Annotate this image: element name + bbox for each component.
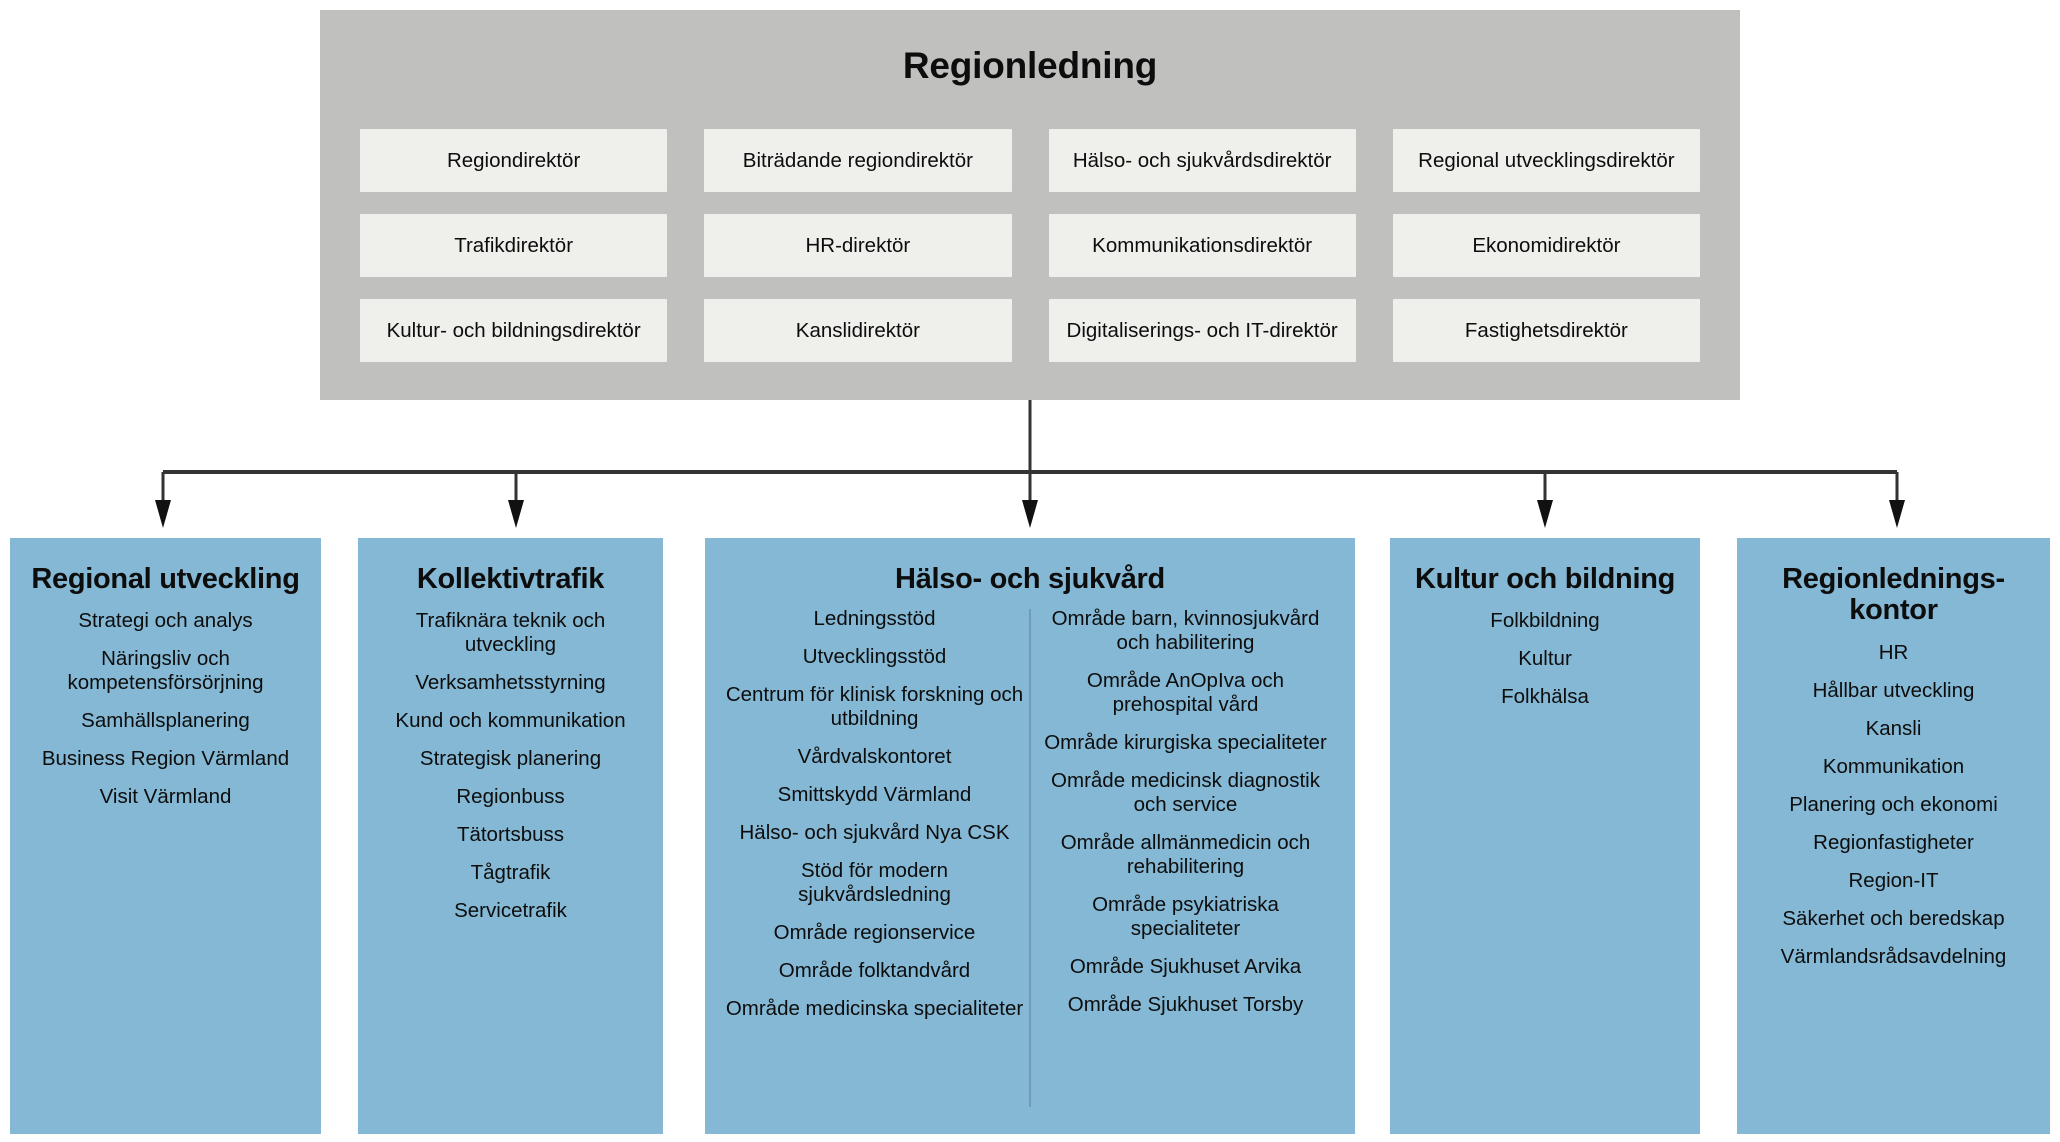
list-item[interactable]: Kultur — [1518, 647, 1572, 671]
list-item[interactable]: Tätortsbuss — [456, 823, 565, 847]
list-item[interactable]: Regionbuss — [456, 785, 565, 809]
list-item[interactable]: Område folktandvård — [778, 959, 971, 983]
list-item[interactable]: Folkbildning — [1490, 609, 1600, 633]
arrowhead-2 — [508, 500, 524, 528]
list-item[interactable]: Hållbar utveckling — [1812, 678, 1975, 702]
list-item[interactable]: HR — [1878, 640, 1909, 664]
director-box-ekonomidirektor[interactable]: Ekonomidirektör — [1392, 214, 1700, 277]
director-box-halso-och-sjukvardsdirektor[interactable]: Hälso- och sjukvårdsdirektör — [1048, 129, 1356, 192]
list-item[interactable]: Servicetrafik — [454, 899, 567, 923]
list-item[interactable]: Vårdvalskontoret — [797, 745, 952, 769]
list-item[interactable]: Verksamhetsstyrning — [415, 671, 606, 695]
list-item[interactable]: Hälso- och sjukvård Nya CSK — [739, 821, 1010, 845]
list-item[interactable]: Utvecklingsstöd — [802, 645, 947, 669]
list-item[interactable]: Regionfastigheter — [1813, 830, 1974, 854]
list-item[interactable]: Kund och kommunikation — [395, 709, 626, 733]
director-box-hr-direktor[interactable]: HR-direktör — [704, 214, 1012, 277]
column-title-regional-utveckling: Regional utveckling — [31, 563, 300, 595]
list-item[interactable]: Planering och ekonomi — [1789, 792, 1998, 816]
arrowhead-3 — [1022, 500, 1038, 528]
list-item[interactable]: Område psykiatriska specialiteter — [1092, 893, 1279, 941]
list-item[interactable]: Trafiknära teknik och utveckling — [415, 609, 606, 657]
column-title-kollektivtrafik: Kollektivtrafik — [416, 563, 605, 595]
list-item[interactable]: Kansli — [1865, 716, 1922, 740]
director-box-kanslidirektor[interactable]: Kanslidirektör — [704, 299, 1012, 362]
column-title-kultur-och-bildning: Kultur och bildning — [1414, 563, 1676, 595]
director-box-kultur-och-bildningsdirektor[interactable]: Kultur- och bildningsdirektör — [360, 299, 668, 362]
list-item[interactable]: Näringsliv och kompetensförsörjning — [67, 647, 264, 695]
director-box-digitaliserings-och-it-direktor[interactable]: Digitaliserings- och IT-direktör — [1048, 299, 1356, 362]
arrowhead-4 — [1537, 500, 1553, 528]
list-item[interactable]: Område Sjukhuset Arvika — [1069, 955, 1302, 979]
director-box-kommunikationsdirektor[interactable]: Kommunikationsdirektör — [1048, 214, 1356, 277]
list-item[interactable]: Samhällsplanering — [81, 709, 250, 733]
director-box-regiondirektor[interactable]: Regiondirektör — [360, 129, 668, 192]
column-title-regionledningskontor: Regionlednings- kontor — [1782, 563, 2005, 627]
column-title-halso-och-sjukvard: Hälso- och sjukvård — [895, 563, 1165, 595]
arrowhead-1 — [155, 500, 171, 528]
list-item[interactable]: Strategisk planering — [419, 747, 602, 771]
column-kollektivtrafik[interactable]: Kollektivtrafik Trafiknära teknik och ut… — [358, 538, 663, 1134]
list-item[interactable]: Tågtrafik — [470, 861, 551, 885]
list-item[interactable]: Område medicinska specialiteter — [725, 997, 1024, 1021]
unit-list-regionledningskontor: HR Hållbar utveckling Kansli Kommunikati… — [1747, 641, 2040, 969]
list-item[interactable]: Säkerhet och beredskap — [1782, 906, 2005, 930]
column-kultur-och-bildning[interactable]: Kultur och bildning Folkbildning Kultur … — [1390, 538, 1700, 1134]
list-item[interactable]: Område Sjukhuset Torsby — [1067, 993, 1304, 1017]
list-item[interactable]: Område kirurgiska specialiteter — [1044, 731, 1327, 755]
list-item[interactable]: Visit Värmland — [99, 785, 232, 809]
list-item[interactable]: Område regionservice — [773, 921, 976, 945]
list-item[interactable]: Smittskydd Värmland — [777, 783, 972, 807]
column-halso-och-sjukvard[interactable]: Hälso- och sjukvård Ledningsstöd Utveckl… — [705, 538, 1355, 1134]
unit-list-regional-utveckling: Strategi och analys Näringsliv och kompe… — [20, 609, 311, 809]
list-item[interactable]: Område allmänmedicin och rehabilitering — [1060, 831, 1311, 879]
director-box-trafikdirektor[interactable]: Trafikdirektör — [360, 214, 668, 277]
list-item[interactable]: Område AnOpIva och prehospital vård — [1086, 669, 1285, 717]
director-grid: Regiondirektör Biträdande regiondirektör… — [320, 84, 1740, 362]
column-regionledningskontor[interactable]: Regionlednings- kontor HR Hållbar utveck… — [1737, 538, 2050, 1134]
list-item[interactable]: Business Region Värmland — [41, 747, 290, 771]
leadership-title: Regionledning — [902, 45, 1158, 86]
column-regional-utveckling[interactable]: Regional utveckling Strategi och analys … — [10, 538, 321, 1134]
list-item[interactable]: Område medicinsk diagnostik och service — [1051, 769, 1320, 817]
unit-list-halso-left: Ledningsstöd Utvecklingsstöd Centrum för… — [723, 607, 1026, 1021]
halso-right-column: Område barn, kvinnosjukvård och habilite… — [1034, 607, 1337, 1035]
unit-list-kollektivtrafik: Trafiknära teknik och utveckling Verksam… — [368, 609, 653, 923]
list-item[interactable]: Område barn, kvinnosjukvård och habilite… — [1051, 607, 1320, 655]
list-item[interactable]: Värmlandsrådsavdelning — [1780, 944, 2007, 968]
list-item[interactable]: Kommunikation — [1822, 754, 1965, 778]
leadership-panel: Regionledning Regiondirektör Biträdande … — [320, 10, 1740, 400]
director-box-bitradande-regiondirektor[interactable]: Biträdande regiondirektör — [704, 129, 1012, 192]
division-columns: Regional utveckling Strategi och analys … — [0, 538, 2060, 1134]
director-box-regional-utvecklingsdirektor[interactable]: Regional utvecklingsdirektör — [1392, 129, 1700, 192]
unit-list-kultur-och-bildning: Folkbildning Kultur Folkhälsa — [1400, 609, 1690, 709]
column-divider — [1029, 609, 1031, 1108]
list-item[interactable]: Centrum för klinisk forskning och utbild… — [725, 683, 1024, 731]
list-item[interactable]: Folkhälsa — [1501, 685, 1589, 709]
halso-split-body: Ledningsstöd Utvecklingsstöd Centrum för… — [715, 607, 1345, 1108]
arrowhead-5 — [1889, 500, 1905, 528]
director-box-fastighetsdirektor[interactable]: Fastighetsdirektör — [1392, 299, 1700, 362]
list-item[interactable]: Strategi och analys — [78, 609, 253, 633]
list-item[interactable]: Ledningsstöd — [813, 607, 936, 631]
unit-list-halso-right: Område barn, kvinnosjukvård och habilite… — [1034, 607, 1337, 1017]
list-item[interactable]: Stöd för modern sjukvårdsledning — [798, 859, 951, 907]
list-item[interactable]: Region-IT — [1848, 868, 1939, 892]
halso-left-column: Ledningsstöd Utvecklingsstöd Centrum för… — [723, 607, 1026, 1035]
